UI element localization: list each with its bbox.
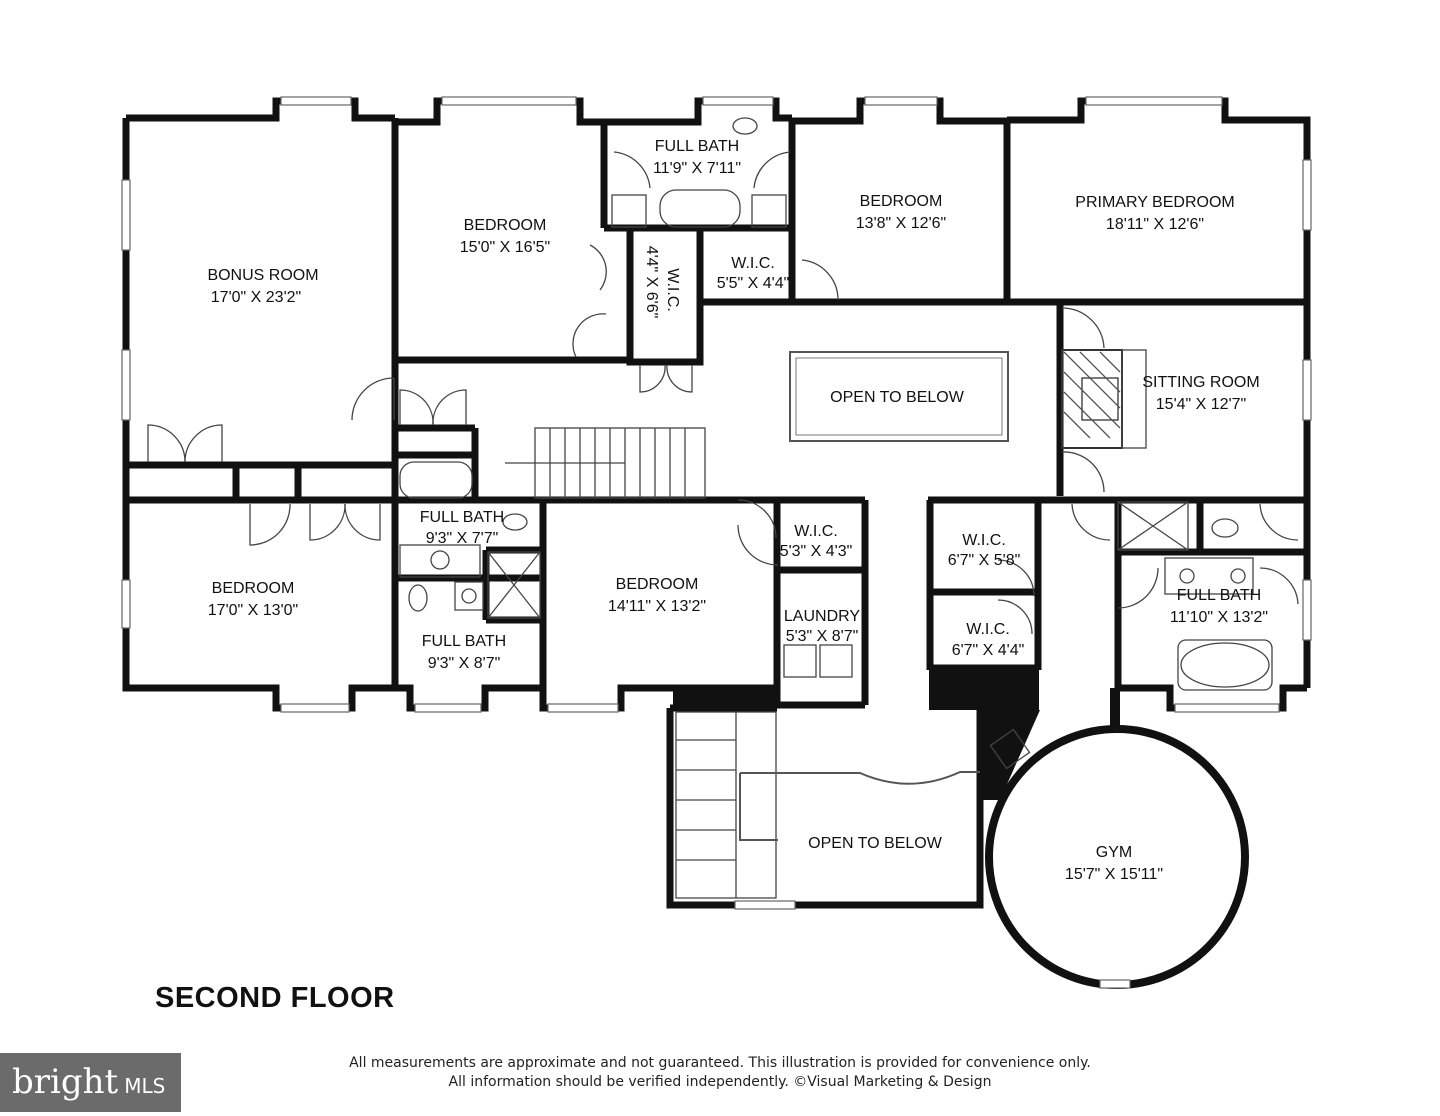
dims-full-bath-4: 11'10" X 13'2" [1170,609,1268,626]
dims-wic-5: 6'7" X 4'4" [952,642,1025,659]
label-wic-1: W.I.C. [664,268,681,312]
dims-primary-bedroom: 18'11" X 12'6" [1106,216,1204,233]
label-wic-4: W.I.C. [962,532,1006,549]
label-wic-5: W.I.C. [966,621,1010,638]
label-bedroom-2: BEDROOM [860,193,943,210]
logo-suffix: MLS [124,1074,166,1098]
disclaimer-line-1: All measurements are approximate and not… [349,1055,1091,1071]
label-bedroom-3: BEDROOM [212,580,295,597]
dims-full-bath-1: 11'9" X 7'11" [653,160,741,177]
fixtures [147,117,1299,899]
dims-bedroom-1: 15'0" X 16'5" [460,239,550,256]
dims-laundry: 5'3" X 8'7" [786,628,859,645]
logo-word: bright [12,1062,119,1102]
dims-wic-1: 4'4" X 6'6" [643,246,660,319]
label-primary-bedroom: PRIMARY BEDROOM [1075,194,1234,211]
solid-walls [673,668,1120,800]
dims-bonus-room: 17'0" X 23'2" [211,289,301,306]
dims-sitting-room: 15'4" X 12'7" [1156,396,1246,413]
label-open-to-below-1: OPEN TO BELOW [830,389,965,406]
room-labels: BONUS ROOM 17'0" X 23'2" BEDROOM 15'0" X… [207,138,1268,883]
windows [121,96,1312,989]
label-gym: GYM [1096,844,1132,861]
label-wic-3: W.I.C. [794,523,838,540]
label-laundry: LAUNDRY [784,608,861,625]
dims-wic-3: 5'3" X 4'3" [780,543,853,560]
label-sitting-room: SITTING ROOM [1142,374,1259,391]
label-wic-2: W.I.C. [731,255,775,272]
dims-wic-4: 6'7" X 5'8" [948,552,1021,569]
floor-title: SECOND FLOOR [155,982,395,1014]
dims-bedroom-3: 17'0" X 13'0" [208,602,298,619]
label-full-bath-3: FULL BATH [422,633,506,650]
label-bedroom-1: BEDROOM [464,217,547,234]
label-bonus-room: BONUS ROOM [207,267,318,284]
label-bedroom-4: BEDROOM [616,576,699,593]
label-full-bath-4: FULL BATH [1177,587,1261,604]
dims-bedroom-4: 14'11" X 13'2" [608,598,706,615]
label-full-bath-2: FULL BATH [420,509,504,526]
dims-bedroom-2: 13'8" X 12'6" [856,215,946,232]
dims-wic-2: 5'5" X 4'4" [717,275,790,292]
dims-full-bath-2: 9'3" X 7'7" [426,530,499,547]
dims-full-bath-3: 9'3" X 8'7" [428,655,501,672]
disclaimer-line-2: All information should be verified indep… [448,1074,992,1090]
label-open-to-below-2: OPEN TO BELOW [808,835,943,852]
label-full-bath-1: FULL BATH [655,138,739,155]
dims-gym: 15'7" X 15'11" [1065,866,1163,883]
